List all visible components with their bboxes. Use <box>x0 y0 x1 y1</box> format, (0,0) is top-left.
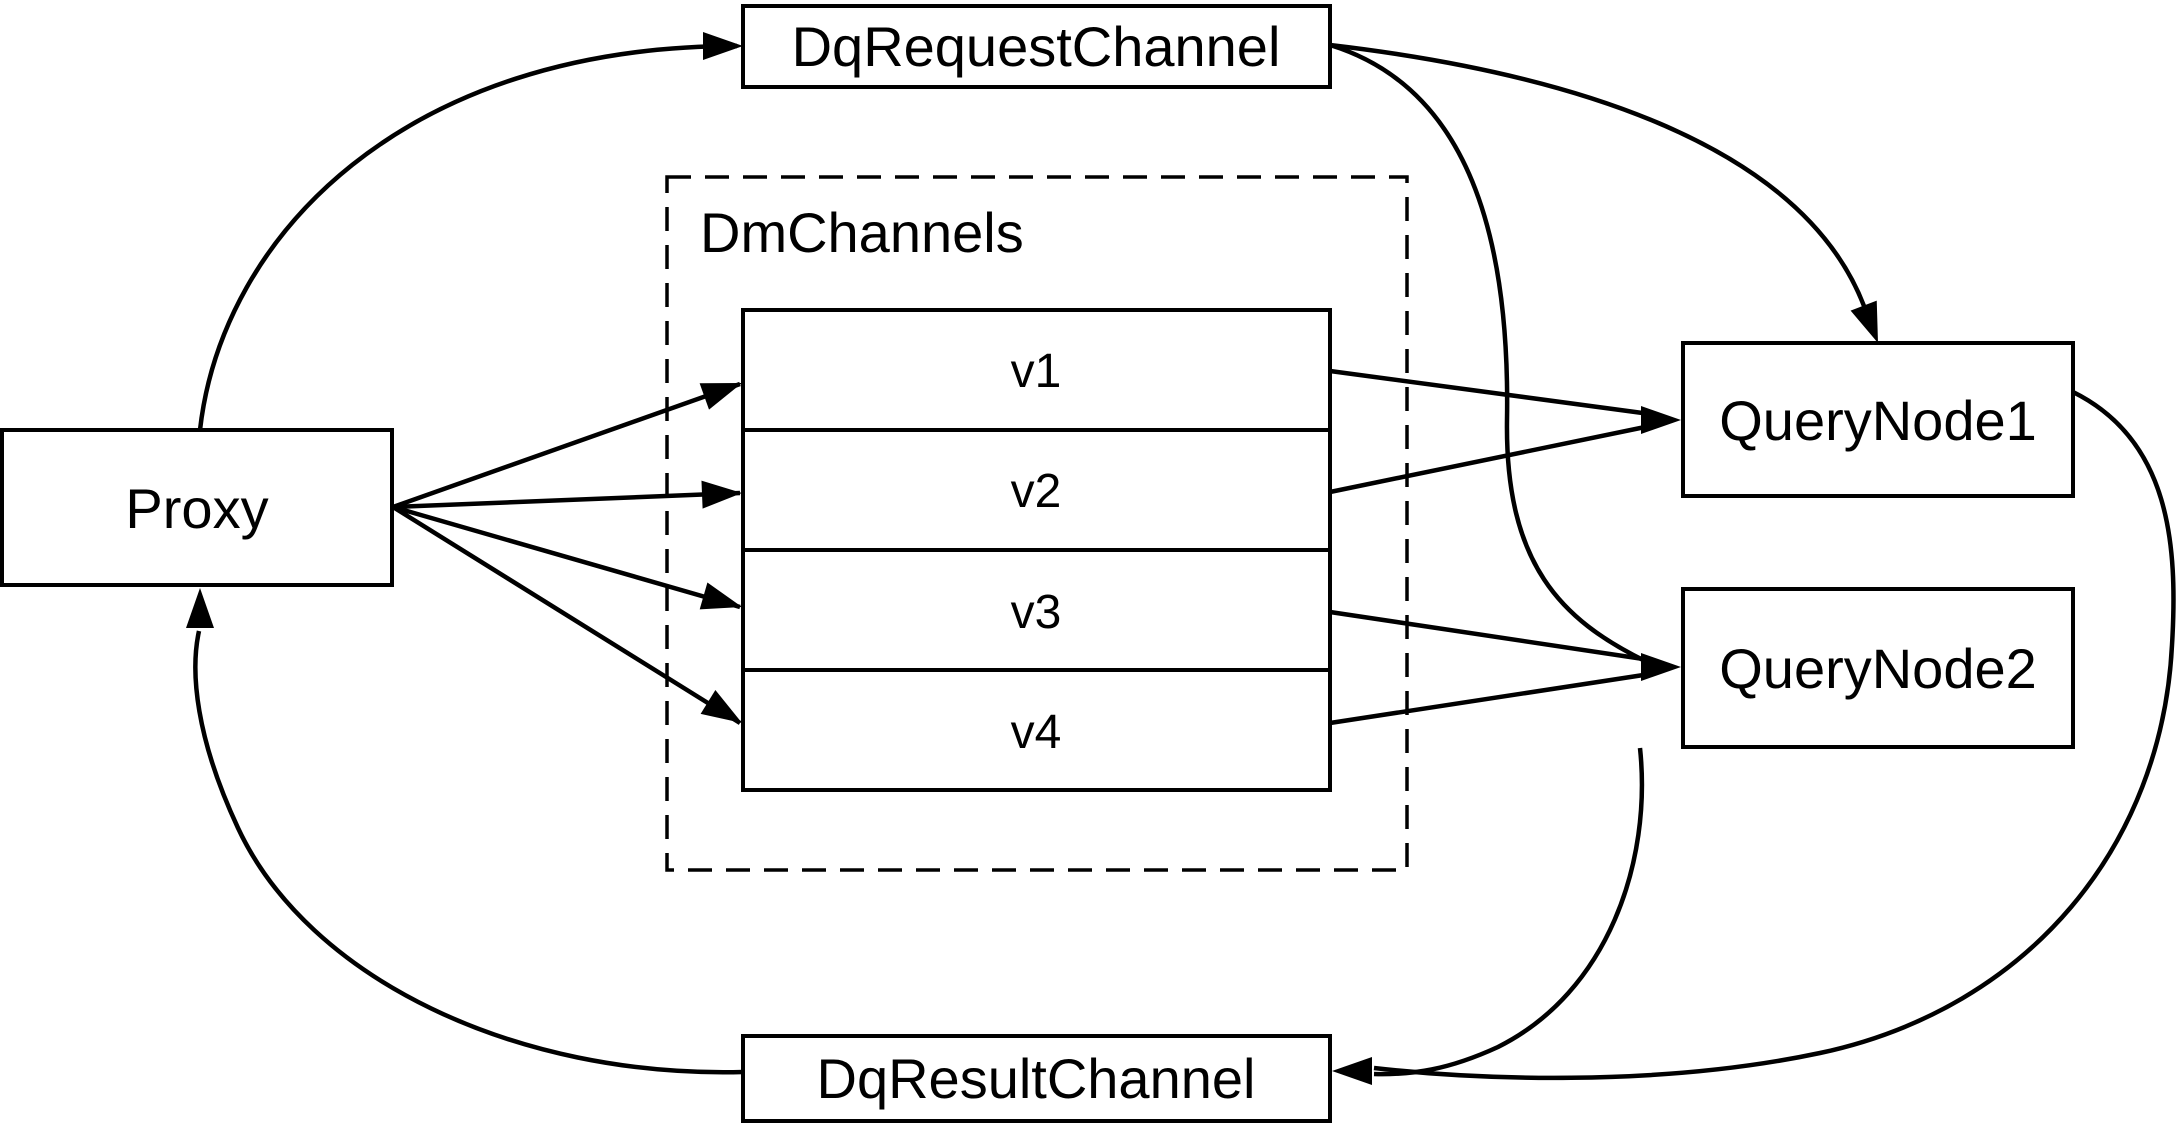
edge-proxy-to-dqrequestchannel <box>197 43 738 431</box>
channel-v2-label: v2 <box>1011 465 1062 518</box>
arrowhead-into-dqrequestchannel <box>703 32 743 60</box>
dmchannels-group-box <box>665 175 1409 872</box>
node-dqrequestchannel <box>741 4 1332 89</box>
dmchannels-group-label: DmChannels <box>700 201 1024 264</box>
edge-proxy-to-v3 <box>392 504 741 610</box>
node-querynode2 <box>1681 587 2075 749</box>
arrowhead-into-dqresultchannel <box>1332 1057 1372 1085</box>
node-dqresultchannel-label: DqResultChannel <box>817 1047 1256 1110</box>
edge-dqresultchannel-to-proxy <box>193 630 744 1075</box>
arrowhead-into-querynode1-left <box>1641 406 1681 434</box>
node-dqresultchannel <box>741 1034 1332 1123</box>
edge-querynode1-to-dqresultchannel <box>1373 389 2176 1081</box>
edge-proxy-to-v1 <box>392 381 741 510</box>
edge-querynode2-to-dqresultchannel <box>1373 747 1645 1077</box>
node-querynode1-label: QueryNode1 <box>1719 389 2037 452</box>
edge-dqrequestchannel-to-querynode1 <box>1329 42 1867 307</box>
edge-v3-to-querynode2 <box>1329 609 1651 663</box>
edge-v1-to-querynode1 <box>1329 368 1651 417</box>
arrowhead-into-v2 <box>701 480 742 509</box>
channel-v3-label: v3 <box>1011 586 1062 639</box>
node-dqrequestchannel-label: DqRequestChannel <box>792 15 1281 78</box>
arrowhead-into-querynode1-top <box>1850 300 1878 343</box>
arrowhead-into-v4 <box>700 690 742 723</box>
arrowhead-into-proxy <box>186 588 214 628</box>
node-proxy <box>0 428 394 587</box>
node-querynode1 <box>1681 341 2075 498</box>
edge-proxy-to-v2 <box>392 490 741 510</box>
edge-v2-to-querynode1 <box>1329 423 1651 495</box>
arrowhead-into-v3 <box>699 582 742 610</box>
node-proxy-label: Proxy <box>125 477 268 540</box>
channel-v1-label: v1 <box>1011 345 1062 398</box>
arrowhead-into-v1 <box>699 383 742 410</box>
edge-v4-to-querynode2 <box>1329 671 1651 726</box>
edge-dqrequestchannel-to-querynode2 <box>1329 42 1646 664</box>
channel-v4-label: v4 <box>1011 706 1062 759</box>
arrowhead-into-querynode2-left <box>1641 653 1681 681</box>
edge-proxy-to-v4 <box>391 505 742 725</box>
node-querynode2-label: QueryNode2 <box>1719 637 2037 700</box>
